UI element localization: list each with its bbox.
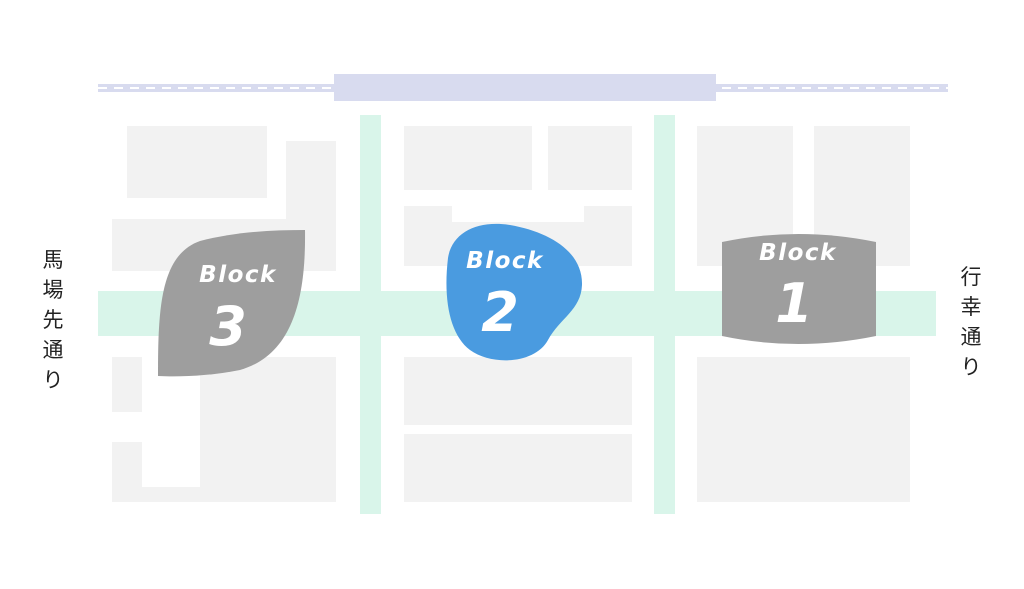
block-1-shape (722, 234, 876, 344)
railway (98, 74, 948, 101)
block-3[interactable]: Block 3 (158, 230, 306, 377)
block-1[interactable]: Block 1 (722, 234, 876, 344)
block-3-shape (158, 230, 306, 377)
street-label-right: 行幸通り (960, 265, 982, 379)
block-3-word: Block (199, 262, 277, 288)
street-label-left: 馬場先通り (42, 248, 64, 392)
block-3-number: 3 (209, 295, 247, 358)
block-2-word: Block (466, 248, 544, 274)
road-vertical-left (360, 115, 381, 514)
block-2[interactable]: Block 2 (446, 223, 583, 361)
block-1-word: Block (759, 240, 837, 266)
road-end-right (928, 291, 936, 336)
station (334, 74, 716, 101)
road-end-left (98, 291, 106, 336)
block-1-number: 1 (775, 272, 813, 335)
block-2-number: 2 (481, 281, 519, 344)
road-vertical-right (654, 115, 675, 514)
block-2-shape (446, 223, 583, 361)
